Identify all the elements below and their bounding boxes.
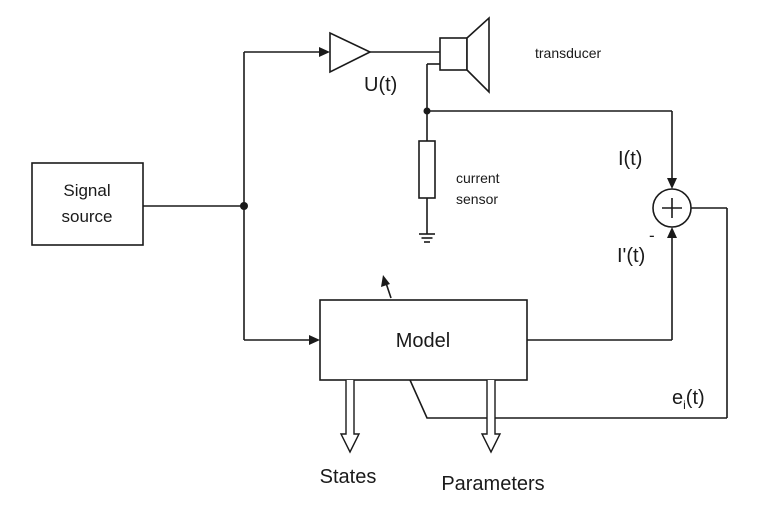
minus-sign-label: - <box>649 226 655 245</box>
top-branch-arrowhead <box>319 47 330 57</box>
signal-source-label-line1: Signal <box>63 181 110 200</box>
current-measure-arrowhead <box>667 178 677 189</box>
signal-source-block <box>31 162 144 246</box>
current-label: I(t) <box>618 148 642 170</box>
model-label: Model <box>396 330 450 352</box>
ground-icon <box>419 233 435 243</box>
model-output-arrowhead <box>667 227 677 238</box>
current-sensor-label-line1: current <box>456 170 500 186</box>
current-sensor-label-line2: sensor <box>456 191 498 207</box>
parameters-output-arrow <box>480 380 502 454</box>
states-output-arrow <box>339 380 361 454</box>
states-label: States <box>320 466 377 488</box>
model-current-label: I'(t) <box>617 245 645 267</box>
error-label: ei(t) <box>672 387 705 412</box>
signal-source-label-line2: source <box>61 207 112 226</box>
summing-junction <box>652 188 692 228</box>
adaptation-arrowhead <box>381 275 390 287</box>
amplifier-triangle <box>329 31 372 74</box>
error-wire-return <box>409 379 727 419</box>
current-sensor-resistor <box>418 140 436 199</box>
parameters-label: Parameters <box>441 473 544 495</box>
voltage-label: U(t) <box>364 74 397 96</box>
transducer-icon <box>439 16 490 94</box>
model-input-arrowhead <box>309 335 320 345</box>
model-block <box>319 299 528 381</box>
transducer-label: transducer <box>535 45 601 61</box>
adaptation-arrow-line <box>385 282 392 299</box>
